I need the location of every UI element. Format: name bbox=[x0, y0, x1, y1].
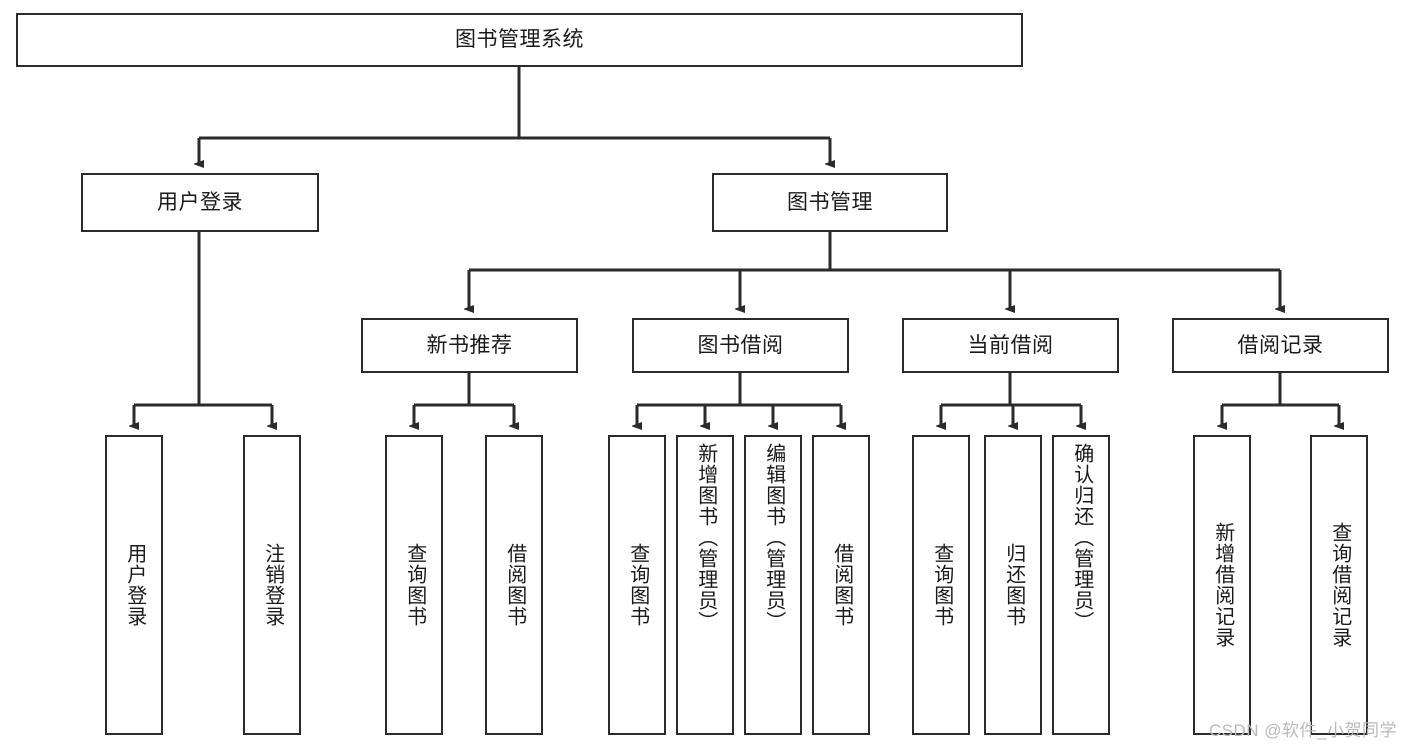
node-leaf-query-book-3[interactable]: 查询图书 bbox=[912, 435, 970, 735]
node-leaf-user-login[interactable]: 用户登录 bbox=[105, 435, 163, 735]
node-leaf-borrow-book-1-label: 借阅图书 bbox=[503, 543, 526, 627]
node-leaf-query-book-1[interactable]: 查询图书 bbox=[385, 435, 443, 735]
node-current-borrow[interactable]: 当前借阅 bbox=[902, 318, 1119, 373]
node-book-borrow[interactable]: 图书借阅 bbox=[632, 318, 849, 373]
node-book-management-label: 图书管理 bbox=[787, 190, 873, 214]
node-leaf-confirm-return[interactable]: 确认归还（管理员） bbox=[1052, 435, 1110, 735]
node-leaf-borrow-book-2-label: 借阅图书 bbox=[830, 543, 853, 627]
node-new-book-recommend-label: 新书推荐 bbox=[426, 333, 513, 357]
node-leaf-borrow-book-1[interactable]: 借阅图书 bbox=[485, 435, 543, 735]
node-leaf-query-borrow-record[interactable]: 查询借阅记录 bbox=[1310, 435, 1368, 735]
node-book-borrow-label: 图书借阅 bbox=[697, 333, 784, 357]
node-leaf-return-book-label: 归还图书 bbox=[1002, 543, 1025, 627]
node-leaf-add-borrow-record[interactable]: 新增借阅记录 bbox=[1193, 435, 1251, 735]
node-leaf-edit-book-admin[interactable]: 编辑图书（管理员） bbox=[744, 435, 802, 735]
node-borrow-records[interactable]: 借阅记录 bbox=[1172, 318, 1389, 373]
node-leaf-logout-login[interactable]: 注销登录 bbox=[243, 435, 301, 735]
node-leaf-add-book-admin-label: 新增图书（管理员） bbox=[694, 443, 717, 632]
node-root-system[interactable]: 图书管理系统 bbox=[16, 13, 1023, 67]
node-borrow-records-label: 借阅记录 bbox=[1237, 333, 1324, 357]
node-user-login-label: 用户登录 bbox=[157, 190, 243, 214]
node-leaf-query-book-1-label: 查询图书 bbox=[403, 543, 426, 627]
node-leaf-confirm-return-label: 确认归还（管理员） bbox=[1070, 443, 1093, 632]
node-leaf-add-book-admin[interactable]: 新增图书（管理员） bbox=[676, 435, 734, 735]
node-new-book-recommend[interactable]: 新书推荐 bbox=[361, 318, 578, 373]
node-leaf-user-login-label: 用户登录 bbox=[123, 543, 146, 627]
node-root-label: 图书管理系统 bbox=[455, 28, 584, 52]
node-leaf-return-book[interactable]: 归还图书 bbox=[984, 435, 1042, 735]
node-leaf-query-book-3-label: 查询图书 bbox=[930, 543, 953, 627]
node-user-login[interactable]: 用户登录 bbox=[81, 173, 319, 232]
node-leaf-borrow-book-2[interactable]: 借阅图书 bbox=[812, 435, 870, 735]
node-leaf-query-borrow-record-label: 查询借阅记录 bbox=[1328, 522, 1351, 648]
node-leaf-edit-book-admin-label: 编辑图书（管理员） bbox=[762, 443, 785, 632]
node-leaf-query-book-2-label: 查询图书 bbox=[626, 543, 649, 627]
node-book-management[interactable]: 图书管理 bbox=[712, 173, 948, 232]
node-leaf-logout-login-label: 注销登录 bbox=[261, 543, 284, 627]
node-leaf-add-borrow-record-label: 新增借阅记录 bbox=[1211, 522, 1234, 648]
node-current-borrow-label: 当前借阅 bbox=[967, 333, 1054, 357]
node-leaf-query-book-2[interactable]: 查询图书 bbox=[608, 435, 666, 735]
